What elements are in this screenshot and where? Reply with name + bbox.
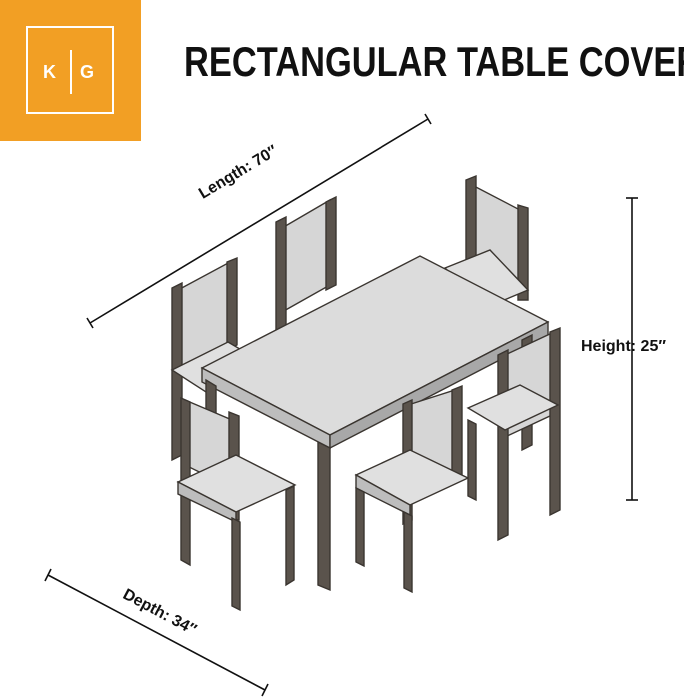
logo-divider xyxy=(70,50,72,94)
logo-frame: K G xyxy=(26,26,114,114)
logo-letter-g: G xyxy=(80,62,95,82)
brand-logo: K G xyxy=(0,0,141,141)
height-label: Height: 25″ xyxy=(581,338,667,355)
depth-line xyxy=(47,574,266,691)
length-line xyxy=(89,118,429,324)
page-title: RECTANGULAR TABLE COVER xyxy=(184,38,684,85)
logo-letter-k: K xyxy=(43,62,56,82)
dimension-lines xyxy=(44,113,638,697)
chairs-front xyxy=(176,326,561,612)
